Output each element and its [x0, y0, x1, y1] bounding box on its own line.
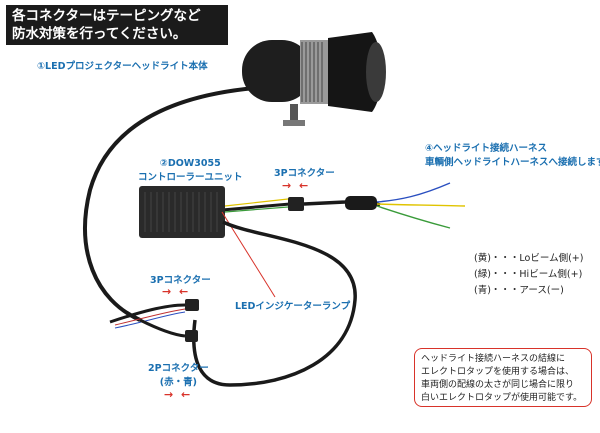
connector-2p-label-line-2: (赤・青) [159, 377, 197, 388]
harness-wire-yellow [376, 203, 466, 207]
connector-3p-mid-arrows: → ← [162, 285, 191, 298]
controller-label-line-2: コントローラーユニット [138, 172, 243, 183]
banner-line-2: 防水対策を行ってください。 [12, 26, 187, 42]
controller-wire-yellow [224, 198, 289, 207]
harness-label: ④ヘッドライト接続ハーネス 車輌側ヘッドライトハーネスへ接続します [425, 140, 600, 168]
harness-wire-green [376, 205, 451, 229]
note-line-3: 車両側の配線の太さが同じ場合に限り [421, 380, 575, 390]
controller-output-cable [221, 202, 291, 212]
electro-tap-note: ヘッドライト接続ハーネスの結線に エレクトロタップを使用する場合は、 車両側の配… [414, 348, 592, 407]
controller-wire-green [224, 206, 289, 213]
banner-line-1: 各コネクターはテーピングなど [12, 8, 201, 24]
waterproofing-banner: 各コネクターはテーピングなど 防水対策を行ってください。 [6, 5, 228, 45]
headlight-unit [242, 32, 386, 126]
wire-legend-blue: (青)・・・アース(ー) [474, 285, 564, 296]
main-cable [83, 86, 256, 322]
controller-label-line-1: ②DOW3055 [159, 158, 221, 169]
harness-label-line-2: 車輌側ヘッドライトハーネスへ接続します [425, 157, 600, 168]
mid-wire-red [114, 308, 186, 326]
harness-wire-blue [376, 182, 451, 203]
wire-legend-green: (緑)・・・Hiビーム側(+) [474, 269, 583, 280]
harness-label-line-1: ④ヘッドライト接続ハーネス [425, 143, 548, 154]
connector-3p-top-arrows: → ← [282, 179, 311, 192]
connector-2p-label-line-1: 2Pコネクター [148, 363, 209, 374]
note-line-1: ヘッドライト接続ハーネスの結線に [421, 354, 566, 364]
led-indicator-label: LEDインジケーターランプ [235, 301, 351, 312]
controller-label: ②DOW3055 コントローラーユニット [138, 158, 243, 183]
harness-junction [345, 196, 377, 210]
note-line-2: エレクトロタップを使用する場合は、 [421, 367, 575, 377]
connector-2p [185, 330, 198, 342]
connector-3p-top-label: 3Pコネクター [274, 168, 335, 179]
connector-2p-arrows: → ← [164, 388, 193, 401]
controller-box [139, 186, 225, 238]
mid-wire-blue [114, 311, 186, 329]
wire-legend: (黄)・・・Loビーム側(+) (緑)・・・Hiビーム側(+) (青)・・・アー… [474, 251, 583, 299]
wire-legend-yellow: (黄)・・・Loビーム側(+) [474, 253, 584, 264]
connector-2p-label: 2Pコネクター (赤・青) [148, 360, 209, 388]
controller-lower-cable [192, 220, 357, 387]
lower-cable-2p [139, 318, 186, 338]
connector-3p-mid-label: 3Pコネクター [150, 275, 211, 286]
note-line-4: 白いエレクトロタップが使用可能です。 [421, 393, 583, 403]
connector-3p-top [288, 197, 304, 211]
connector-3p-mid [185, 299, 199, 311]
mid-cable [109, 303, 186, 324]
headlight-body-label: ①LEDプロジェクターヘッドライト本体 [37, 61, 208, 72]
